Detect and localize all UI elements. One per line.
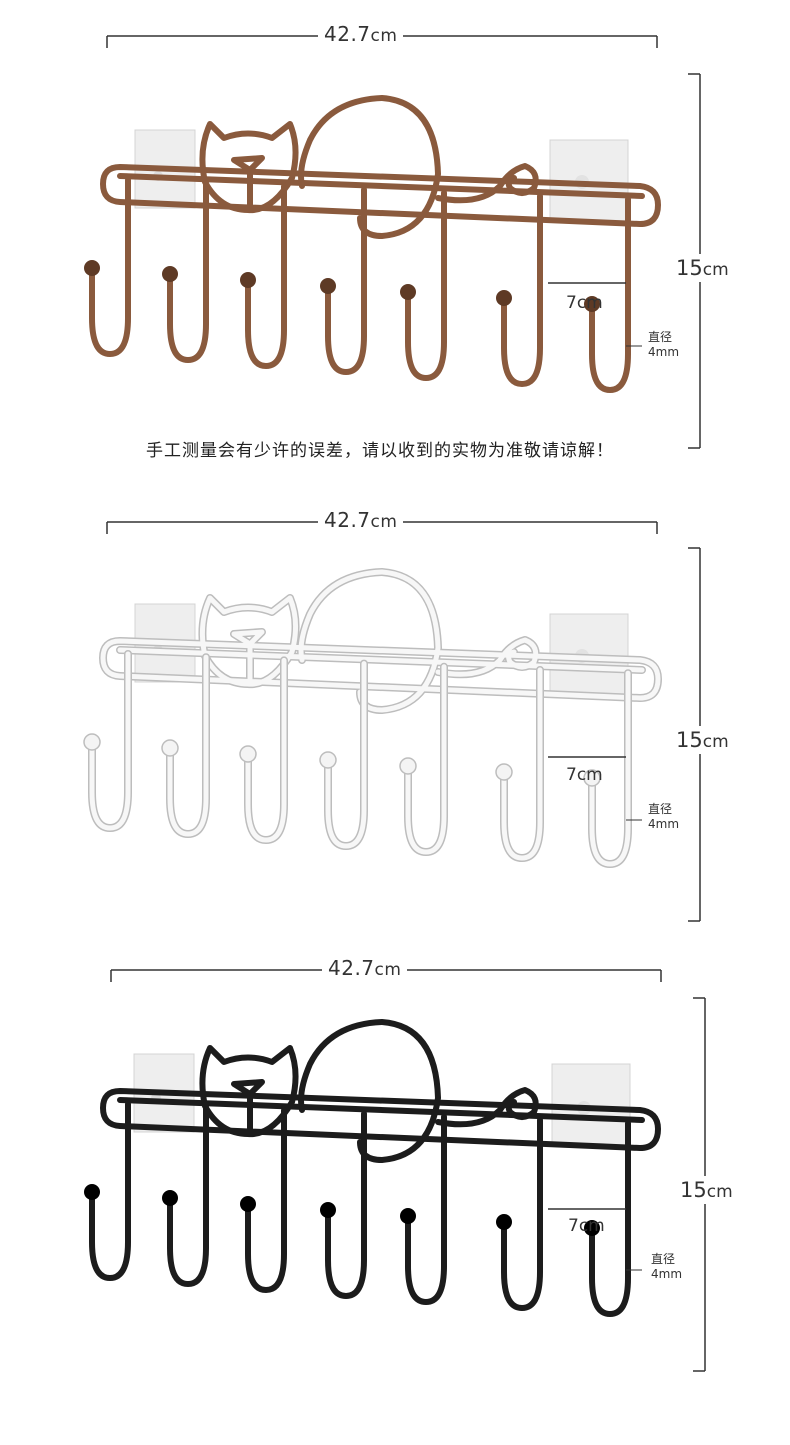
hook [400,1113,447,1306]
hook [583,669,632,869]
hook [495,666,544,863]
hanger-panel-white: 42.7cm 15cm 7cm 直径 4mm [0,486,790,936]
wire-frame [100,1019,661,1163]
hook [320,186,367,376]
hook-knob [320,1202,336,1218]
adhesive-pad-right [551,1063,631,1147]
hook-knob [239,745,257,763]
hook [84,177,131,358]
hooks [84,177,631,394]
hook-knob [84,1184,100,1200]
hook [319,659,368,851]
hook [83,650,132,833]
wire-diameter-label: 直径 4mm [648,330,680,359]
hook-knob [320,278,336,294]
hooks [84,1101,631,1318]
hook [320,1110,367,1300]
hanger-drawing-brown [84,35,701,449]
hook-knob [399,757,417,775]
hook [162,180,209,364]
hook-spacing-label: 7cm [566,293,603,313]
hook-knob [400,284,416,300]
width-label: 42.7cm [318,508,404,532]
hanger-drawing-white [83,521,701,922]
hook [496,1117,543,1312]
height-label: 15cm [676,726,729,754]
hook-knob [161,739,179,757]
hook-knob [162,1190,178,1206]
hook [584,1120,631,1318]
hooks [83,650,632,869]
hook-knob [240,1196,256,1212]
hook-knob [496,1214,512,1230]
measurement-note: 手工测量会有少许的误差，请以收到的实物为准敬请谅解！ [146,441,614,461]
hook-spacing-label: 7cm [568,1216,605,1236]
hook-knob [496,290,512,306]
hanger-drawing-black [84,969,706,1372]
hook-knob [584,1220,600,1236]
hook-spacing-label: 7cm [566,765,603,785]
hook-knob [584,296,600,312]
hook-knob [400,1208,416,1224]
hook-knob [162,266,178,282]
wire-diameter-label: 直径 4mm [651,1252,683,1281]
hook [161,653,210,839]
height-label: 15cm [680,1176,733,1204]
hanger-panel-black: 42.7cm 15cm 7cm 直径 4mm [0,936,790,1416]
wire-diameter-label: 直径 4mm [648,802,680,831]
hook [400,189,447,382]
hanger-panel-brown: 42.7cm 15cm 7cm 直径 4mm 手工测量会有少许的误差，请以收到的… [0,0,790,470]
hook [240,183,287,370]
hook-knob [495,763,513,781]
hook [584,196,631,394]
height-label: 15cm [676,254,729,282]
hook [162,1104,209,1288]
hook-knob [83,733,101,751]
hook [399,662,448,857]
width-label: 42.7cm [318,22,404,46]
wire-frame [100,95,661,239]
hook [84,1101,131,1282]
width-label: 42.7cm [322,956,408,980]
hook [496,193,543,388]
hook-knob [240,272,256,288]
hook-knob [319,751,337,769]
hook-knob [583,769,601,787]
hook [239,656,288,845]
hook-knob [84,260,100,276]
hook [240,1107,287,1294]
